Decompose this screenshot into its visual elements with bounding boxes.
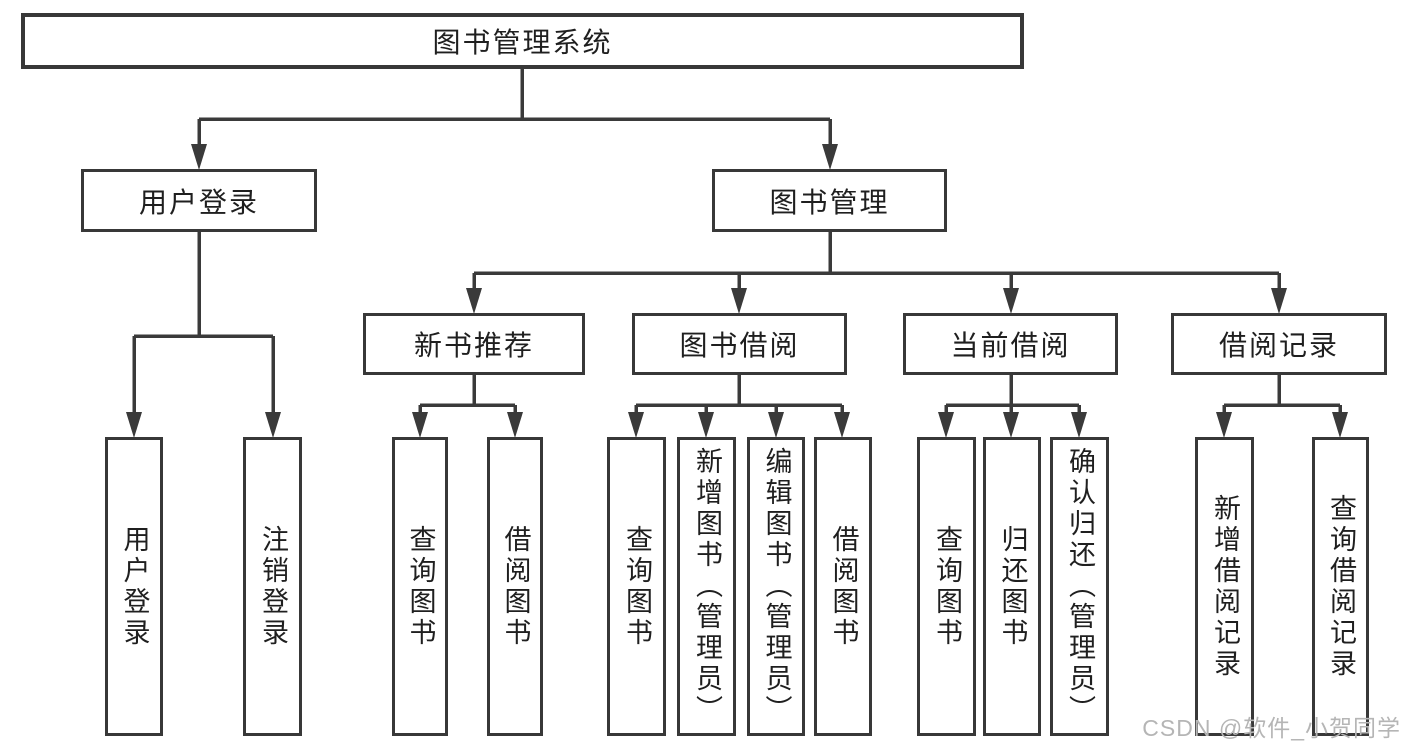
node-records-query-record: 查询借阅记录 [1312, 437, 1369, 736]
node-borrowing-records: 借阅记录 [1171, 313, 1387, 375]
node-book-management: 图书管理 [712, 169, 947, 232]
node-user-login-group: 用户登录 [81, 169, 317, 232]
node-recommend-query-books: 查询图书 [392, 437, 448, 736]
node-borrow-borrow-books: 借阅图书 [814, 437, 872, 736]
node-user-login: 用户登录 [105, 437, 163, 736]
node-recommend-borrow-books: 借阅图书 [487, 437, 543, 736]
arrowheads [126, 144, 1348, 438]
node-book-borrowing: 图书借阅 [632, 313, 847, 375]
node-borrow-query-books: 查询图书 [607, 437, 666, 736]
node-records-add-record: 新增借阅记录 [1195, 437, 1254, 736]
csdn-watermark: CSDN @软件_小贺同学 [1142, 715, 1401, 741]
node-logout: 注销登录 [243, 437, 302, 736]
node-current-query-books: 查询图书 [917, 437, 976, 736]
node-current-borrowing: 当前借阅 [903, 313, 1118, 375]
node-current-return-books: 归还图书 [983, 437, 1041, 736]
node-borrow-add-books: 新增图书（管理员） [677, 437, 736, 736]
node-borrow-edit-books: 编辑图书（管理员） [747, 437, 805, 736]
node-root: 图书管理系统 [21, 13, 1024, 69]
node-current-confirm-return: 确认归还（管理员） [1050, 437, 1109, 736]
node-new-book-recommend: 新书推荐 [363, 313, 585, 375]
